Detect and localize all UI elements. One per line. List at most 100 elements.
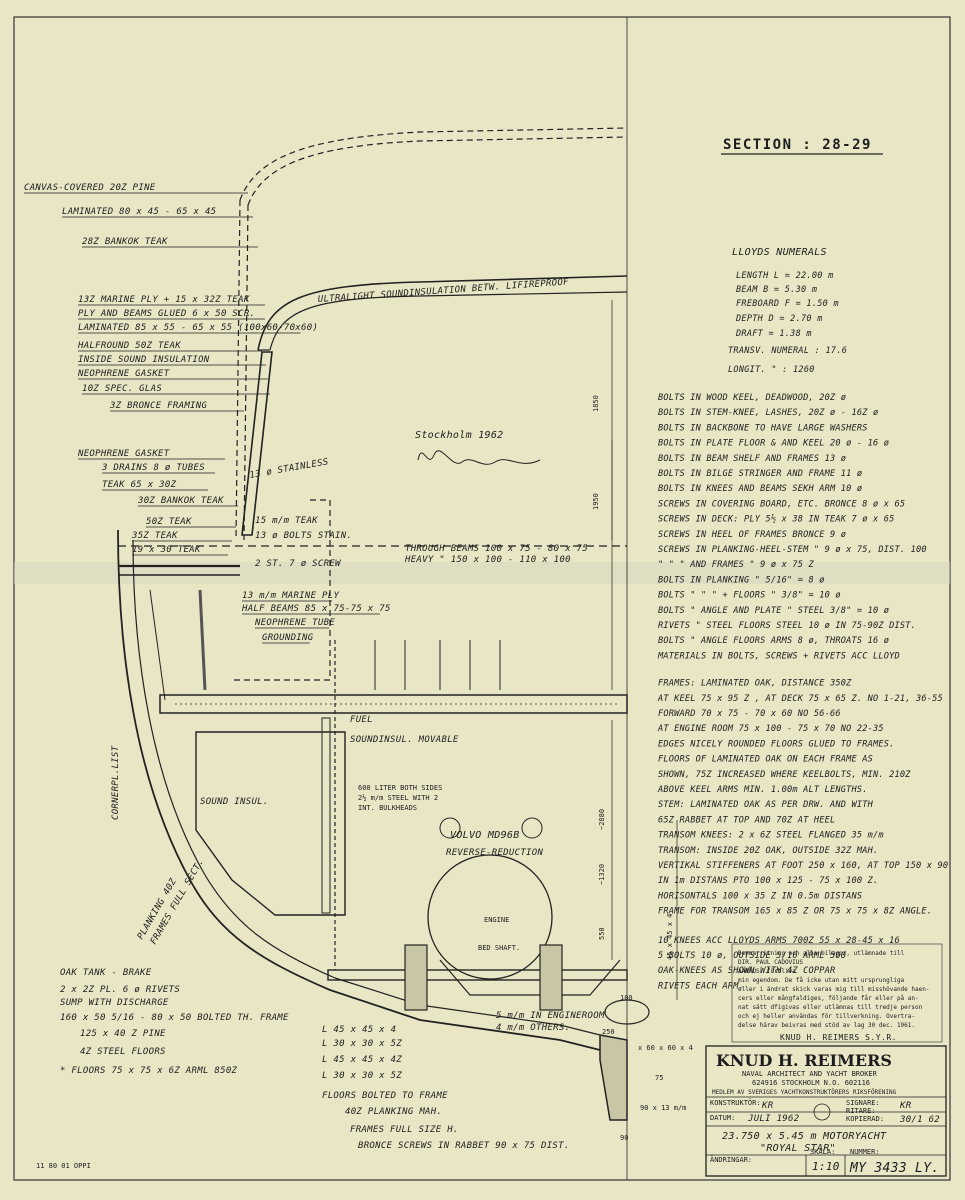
lloyds-heading: LLOYDS NUMERALS: [732, 247, 827, 258]
engine-bed: [439, 959, 621, 996]
notice-line: AARHUS. förbliva: [738, 968, 796, 975]
lloyds-row: DEPTH D = 2.70 m: [735, 314, 823, 324]
spec-line: 10 KNEES ACC LLOYDS ARMS 700Z 55 x 28-45…: [658, 936, 900, 946]
left-callout: INSIDE SOUND INSULATION: [78, 355, 210, 365]
port-hole-left: [439, 817, 461, 839]
dim-100-label: 100: [620, 994, 633, 1002]
bottom-stamp: 11 80 01 OPPI: [36, 1162, 91, 1170]
hull-geometry: [117, 17, 678, 1180]
spec-line: BOLTS IN PLATE FLOOR & AND KEEL 20 ø - 1…: [658, 439, 889, 449]
left-callout: LAMINATED 80 x 45 - 65 x 45: [62, 207, 216, 217]
spec-line: HORISONTALS 100 x 35 Z IN 0.5m DISTANS: [657, 891, 862, 901]
bottom-callout: 160 x 50 5/16 - 80 x 50 BOLTED TH. FRAME: [60, 1013, 289, 1023]
spec-line: BOLTS IN BEAM SHELF AND FRAMES 13 ø: [658, 454, 846, 464]
spec-line: FRAMES: LAMINATED OAK, DISTANCE 350Z: [658, 679, 852, 689]
dim-550-label: 550: [598, 927, 606, 940]
left-callout: 3 DRAINS 8 ø TUBES: [101, 463, 205, 473]
signature-mark: [417, 450, 541, 465]
left-callout: 30Z BANKOK TEAK: [137, 496, 224, 506]
left-callout: LAMINATED 85 x 55 - 65 x 55 (100x60-70x6…: [78, 323, 318, 333]
spec-line: ABOVE KEEL ARMS MIN. 1.00m ALT LENGTHS.: [657, 785, 868, 795]
roof-outline: [239, 127, 628, 201]
notice-box: [731, 943, 943, 1043]
andringar-label: ÄNDRINGAR:: [710, 1155, 752, 1164]
bottom-callout: L 45 x 45 x 4Z: [322, 1055, 402, 1065]
mm5-label: 5 m/m IN ENGINEROOM: [496, 1011, 605, 1021]
frame-post: [198, 589, 207, 691]
lloyds-row: FREBOARD F = 1.50 m: [736, 299, 839, 309]
dim-250-label: 250: [602, 1028, 615, 1036]
signare-value: KR: [899, 1101, 912, 1111]
left-callout: 50Z TEAK: [146, 517, 192, 527]
left-callout: 3Z BRONCE FRAMING: [109, 401, 207, 411]
lloyds-row: BEAM B = 5.30 m: [736, 285, 817, 295]
spec-line: FLOORS OF LAMINATED OAK ON EACH FRAME AS: [658, 755, 873, 765]
spec-line: BOLTS IN BILGE STRINGER AND FRAME 11 ø: [658, 469, 862, 479]
spec-line: SCREWS IN COVERING BOARD, ETC. BRONCE 8 …: [658, 499, 905, 509]
bottom-callout: OAK TANK - BRAKE: [60, 968, 152, 978]
spec-line: TRANSOM KNEES: 2 x 6Z STEEL FLANGED 35 m…: [658, 831, 884, 841]
dim-2880-label: ~2880: [598, 809, 606, 830]
datum-value: JULI 1962: [747, 1114, 799, 1124]
notice-line: DIR. PAUL CADOVIUS: [738, 959, 803, 966]
spec-line: BOLTS IN PLANKING " 5/16" = 8 ø: [658, 575, 825, 585]
fuel-tank: [195, 731, 346, 916]
bottom-callout: L 30 x 30 x 5Z: [322, 1039, 402, 1049]
title-block-frame: [705, 1045, 947, 1177]
spec-line: RIVETS " STEEL FLOORS STEEL 10 ø IN 75-9…: [658, 621, 916, 631]
left-callout: NEOPHRENE GASKET: [77, 369, 170, 379]
dim-1950-label: 1950: [592, 493, 600, 510]
bed-girder-left: [404, 944, 428, 1011]
interior-bulkhead: [230, 499, 331, 681]
konstruktor-label: KONSTRUKTÖR:: [710, 1098, 761, 1107]
spec-line: BOLTS " " " + FLOORS " 3/8" = 10 ø: [658, 591, 841, 601]
datum-label: DATUM:: [710, 1114, 735, 1122]
bottom-callout: SUMP WITH DISCHARGE: [60, 998, 169, 1008]
left-callout: 13 m/m MARINE PLY: [242, 591, 339, 601]
kopierad-label: KOPIERAD:: [846, 1115, 884, 1123]
spec-line: SCREWS IN DECK: PLY 5½ x 38 IN TEAK 7 ø …: [658, 514, 894, 525]
window-frame: [241, 351, 273, 536]
spec-line: BOLTS IN KNEES AND BEAMS SEKH ARM 10 ø: [658, 484, 862, 494]
through-beams-label: THROUGH BEAMS 100 x 75 - 80 x 75: [405, 544, 588, 554]
section-title: SECTION : 28-29: [723, 137, 872, 153]
lloyds-row: DRAFT = 1.38 m: [735, 329, 812, 339]
port-hole-right: [521, 817, 543, 839]
keel: [599, 1034, 628, 1121]
spec-line: BOLTS IN WOOD KEEL, DEADWOOD, 20Z ø: [658, 393, 846, 403]
ritare-label: RITARE:: [846, 1107, 876, 1115]
notice-line: eller i ändrat skick varas mig till miss…: [738, 986, 929, 993]
lloyds-table: LENGTH L = 22.00 m BEAM B = 5.30 m FREBOAR…: [728, 271, 847, 375]
spec-line: EDGES NICELY ROUNDED FLOORS GLUED TO FRA…: [658, 739, 894, 749]
specifications-list: BOLTS IN WOOD KEEL, DEADWOOD, 20Z ø BOLTS…: [657, 393, 948, 991]
roof-inner: [247, 136, 628, 206]
sound-movable-label: SOUNDINSUL. MOVABLE: [350, 735, 459, 745]
left-callout: 28Z BANKOK TEAK: [82, 237, 168, 247]
stockholm-label: Stockholm 1962: [415, 430, 504, 441]
bottom-callout: L 45 x 45 x 4: [322, 1025, 396, 1035]
sheet-border: [13, 16, 951, 1181]
nummer-value: MY 3433 LY.: [849, 1161, 939, 1176]
lloyds-row: LENGTH L = 22.00 m: [736, 271, 834, 281]
fuel-label: FUEL: [350, 715, 373, 725]
company-phone: 624916 STOCKHOLM N.O. 602116: [752, 1079, 870, 1087]
house-side-inner: [243, 204, 249, 541]
nummer-label: NUMMER:: [850, 1148, 880, 1156]
signare-label: SIGNARE:: [846, 1099, 880, 1107]
scan-band: [14, 562, 950, 584]
spec-line: TRANSOM: INSIDE 20Z OAK, OUTSIDE 32Z MAH…: [658, 846, 878, 856]
bottom-callout: 4Z STEEL FLOORS: [80, 1047, 166, 1057]
vessel-line: 23.750 x 5.45 m MOTORYACHT: [722, 1131, 887, 1142]
dim-90-label: 90 x 13 m/m: [640, 1104, 686, 1112]
notice-line: delse härav beivras med stöd av lag 30 d…: [738, 1022, 915, 1029]
notice-text: Denna ritning och alla bilagor, utlämnad…: [738, 950, 929, 1042]
sound-insul-label: SOUND INSUL.: [200, 797, 269, 807]
left-callout: TEAK 65 x 30Z: [102, 480, 177, 490]
spec-line: SCREWS IN HEEL OF FRAMES BRONCE 9 ø: [658, 530, 846, 540]
cabin-top: [257, 275, 628, 351]
skala-value: 1:10: [812, 1160, 840, 1173]
dim-90b-label: 90: [620, 1134, 628, 1142]
